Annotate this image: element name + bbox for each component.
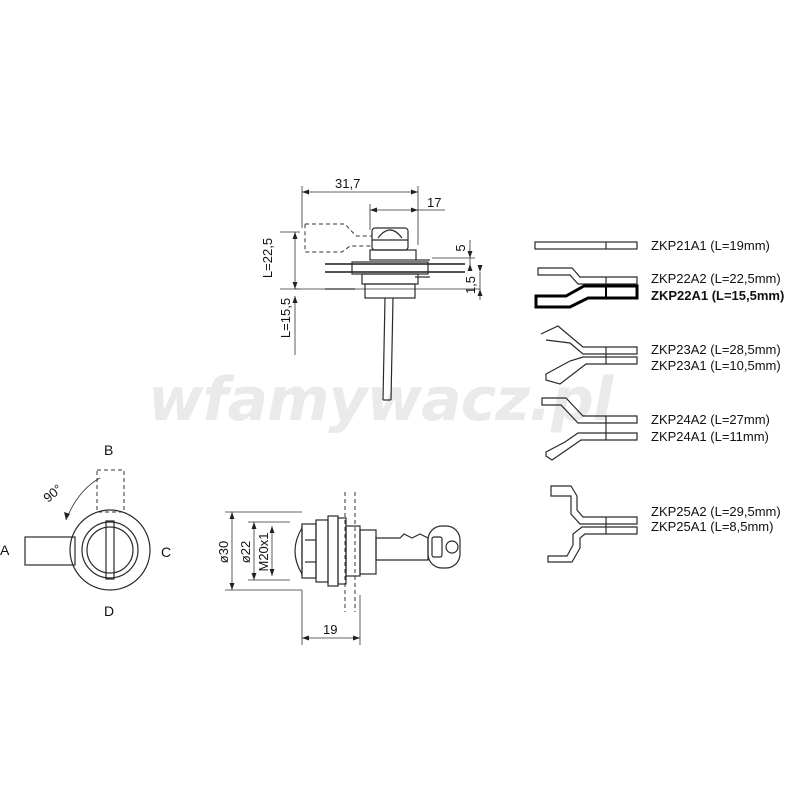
cam-shape-zkp23a1 — [545, 356, 638, 385]
cam-shape-zkp21a1 — [534, 241, 638, 250]
dim-L-lower: L=15,5 — [278, 298, 293, 338]
dim-depth: 19 — [323, 622, 337, 637]
dim-inner-diameter: ø22 — [238, 541, 253, 563]
angle-label: 90° — [40, 481, 65, 505]
cam-label-zkp23a2: ZKP23A2 (L=28,5mm) — [651, 342, 781, 357]
dim-width: 31,7 — [335, 176, 360, 191]
cam-variants: ZKP21A1 (L=19mm) ZKP22A2 (L=22,5mm) ZKP2… — [534, 238, 784, 563]
label-a: A — [0, 542, 10, 558]
cam-label-zkp22a2: ZKP22A2 (L=22,5mm) — [651, 271, 781, 286]
cam-shape-zkp22a1 — [534, 284, 639, 309]
dim-thickness: 1,5 — [463, 276, 478, 294]
cam-label-zkp22a1: ZKP22A1 (L=15,5mm) — [651, 288, 784, 303]
cam-label-zkp24a2: ZKP24A2 (L=27mm) — [651, 412, 770, 427]
cam-label-zkp25a2: ZKP25A2 (L=29,5mm) — [651, 504, 781, 519]
dim-gap: 5 — [453, 244, 468, 251]
dim-thread: M20x1 — [256, 532, 271, 571]
label-c: C — [161, 544, 171, 560]
cam-shape-zkp25a2 — [550, 485, 638, 525]
cam-label-zkp21a1: ZKP21A1 (L=19mm) — [651, 238, 770, 253]
cam-shape-zkp22a2 — [537, 267, 638, 285]
cam-label-zkp23a1: ZKP23A1 (L=10,5mm) — [651, 358, 781, 373]
watermark: wfamywacz.pl — [148, 365, 615, 435]
dim-L-upper: L=22,5 — [260, 238, 275, 278]
front-view: 90° A B C D — [0, 442, 171, 619]
cam-label-zkp24a1: ZKP24A1 (L=11mm) — [651, 429, 769, 444]
cam-shape-zkp24a2 — [541, 397, 638, 424]
label-b: B — [104, 442, 113, 458]
cam-shape-zkp25a1 — [547, 526, 638, 563]
top-view: 31,7 17 5 1,5 — [260, 176, 483, 401]
cam-shape-zkp23a2 — [540, 325, 638, 355]
dim-offset: 17 — [427, 195, 441, 210]
cam-shape-zkp24a1 — [545, 432, 638, 461]
dim-outer-diameter: ø30 — [216, 541, 231, 563]
label-d: D — [104, 603, 114, 619]
side-view: ø30 ø22 M20x1 19 — [216, 492, 461, 645]
cam-label-zkp25a1: ZKP25A1 (L=8,5mm) — [651, 519, 773, 534]
